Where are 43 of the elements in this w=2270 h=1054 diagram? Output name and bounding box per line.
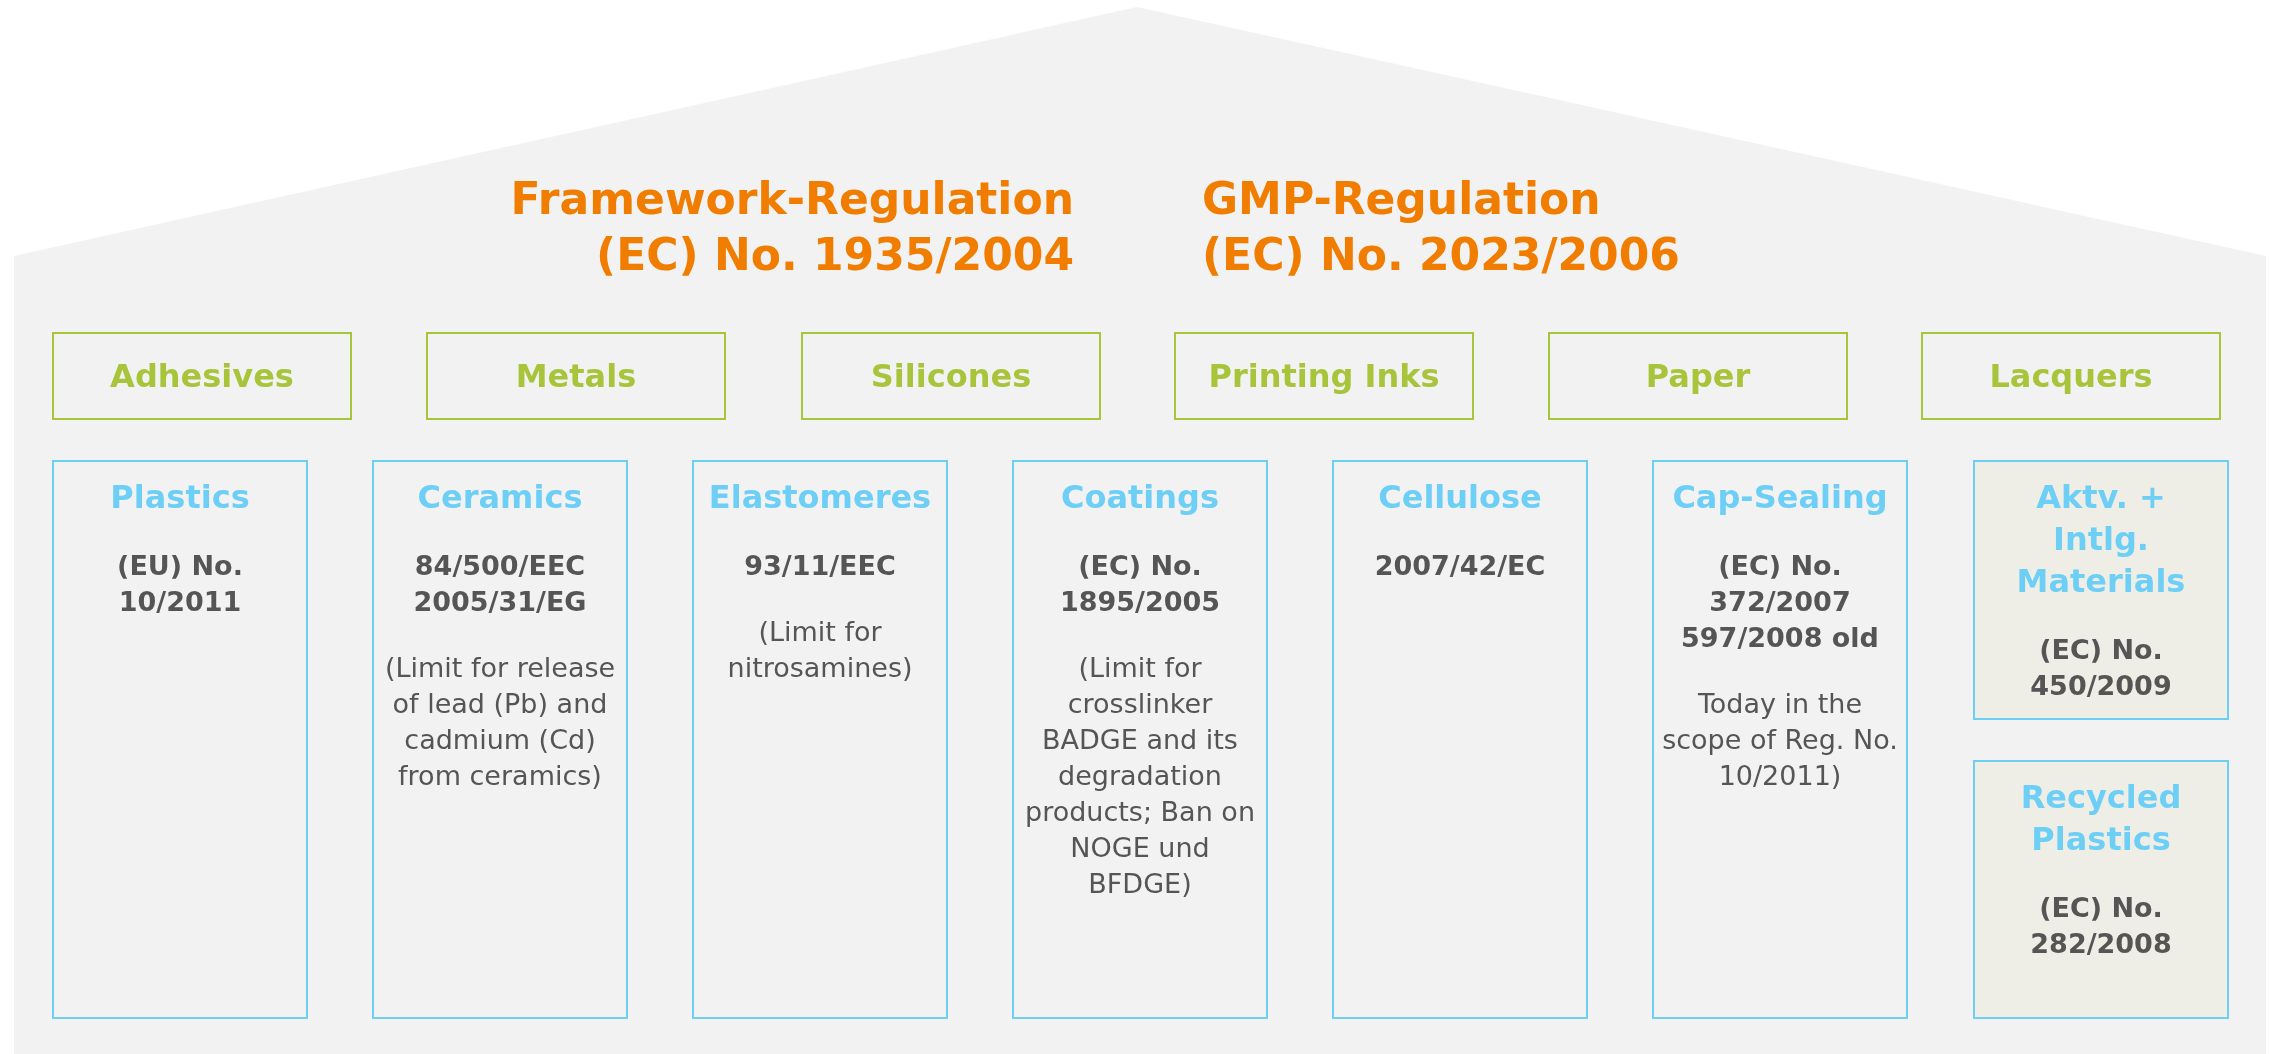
material-label: Paper: [1645, 357, 1751, 395]
material-heading: Aktv. + Intlg. Materials: [2015, 477, 2187, 602]
material-box: [1652, 460, 1908, 1019]
material-box: [52, 332, 352, 420]
regulation-title: GMP-Regulation (EC) No. 2023/2006: [1202, 172, 1681, 282]
material-box: [1332, 460, 1588, 1019]
material-box: [52, 460, 308, 1019]
regulation-number: 84/500/EEC 2005/31/EG: [412, 549, 588, 619]
regulation-number: (EC) No. 450/2009: [2029, 633, 2173, 703]
note-text: (Limit for crosslinker BADGE and its degradation products; Ban on NOGE und BFDGE): [1024, 651, 1256, 901]
regulation-number: (EC) No. 1895/2005: [1058, 549, 1222, 619]
material-heading: Coatings: [1059, 477, 1221, 518]
regulation-title: Framework-Regulation (EC) No. 1935/2004: [509, 172, 1074, 282]
house-shape: [14, 7, 2266, 1054]
material-box: [372, 460, 628, 1019]
material-box: [1174, 332, 1474, 420]
material-heading: Cap-Sealing: [1671, 477, 1889, 518]
material-heading: Cellulose: [1377, 477, 1543, 518]
material-label: Lacquers: [1989, 357, 2153, 395]
material-box: [1012, 460, 1268, 1019]
regulation-number: (EC) No. 372/2007 597/2008 old: [1680, 549, 1880, 655]
regulation-number: 93/11/EEC: [743, 549, 897, 583]
note-text: (Limit for nitrosamines): [726, 615, 914, 685]
regulation-number: (EU) No. 10/2011: [116, 549, 244, 619]
material-heading: Plastics: [109, 477, 251, 518]
material-box: [692, 460, 948, 1019]
material-box: [1921, 332, 2221, 420]
material-box: [426, 332, 726, 420]
material-box: [1548, 332, 1848, 420]
material-label: Metals: [515, 357, 637, 395]
material-label: Silicones: [870, 357, 1032, 395]
regulation-number: (EC) No. 282/2008: [2029, 891, 2173, 961]
material-label: Adhesives: [110, 357, 294, 395]
material-heading: Recycled Plastics: [2019, 777, 2183, 860]
regulation-number: 2007/42/EC: [1373, 549, 1547, 583]
material-box: [801, 332, 1101, 420]
note-text: (Limit for release of lead (Pb) and cadmium (Cd) from ceramics): [383, 651, 617, 793]
material-box: [1973, 460, 2229, 720]
material-box: [1973, 760, 2229, 1019]
note-text: Today in the scope of Reg. No. 10/2011): [1662, 687, 1898, 793]
material-label: Printing Inks: [1208, 357, 1440, 395]
material-heading: Ceramics: [416, 477, 584, 518]
material-heading: Elastomeres: [707, 477, 933, 518]
